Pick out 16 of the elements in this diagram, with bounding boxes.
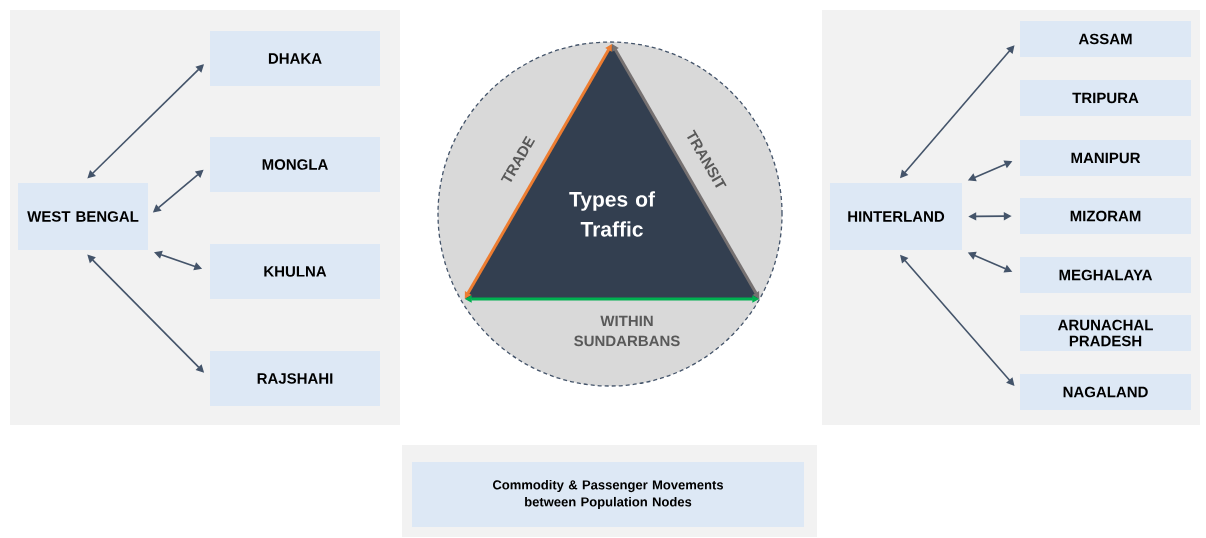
place-box: ARUNACHAL PRADESH: [1020, 315, 1191, 351]
place-box: MIZORAM: [1020, 198, 1191, 234]
side-label: WITHIN SUNDARBANS: [574, 315, 680, 347]
place-box: Commodity & Passenger Movements between Population Nodes: [412, 462, 804, 527]
place-box: ASSAM: [1020, 21, 1191, 57]
place-box: MANIPUR: [1020, 140, 1191, 176]
place-box: MEGHALAYA: [1020, 257, 1191, 293]
place-box: RAJSHAHI: [210, 351, 380, 406]
place-box: NAGALAND: [1020, 374, 1191, 410]
place-box: HINTERLAND: [830, 183, 962, 250]
place-box: KHULNA: [210, 244, 380, 299]
place-box: TRIPURA: [1020, 80, 1191, 116]
place-box: DHAKA: [210, 31, 380, 86]
place-box: WEST BENGAL: [18, 183, 148, 250]
place-box: MONGLA: [210, 137, 380, 192]
arrow: [87, 64, 204, 179]
